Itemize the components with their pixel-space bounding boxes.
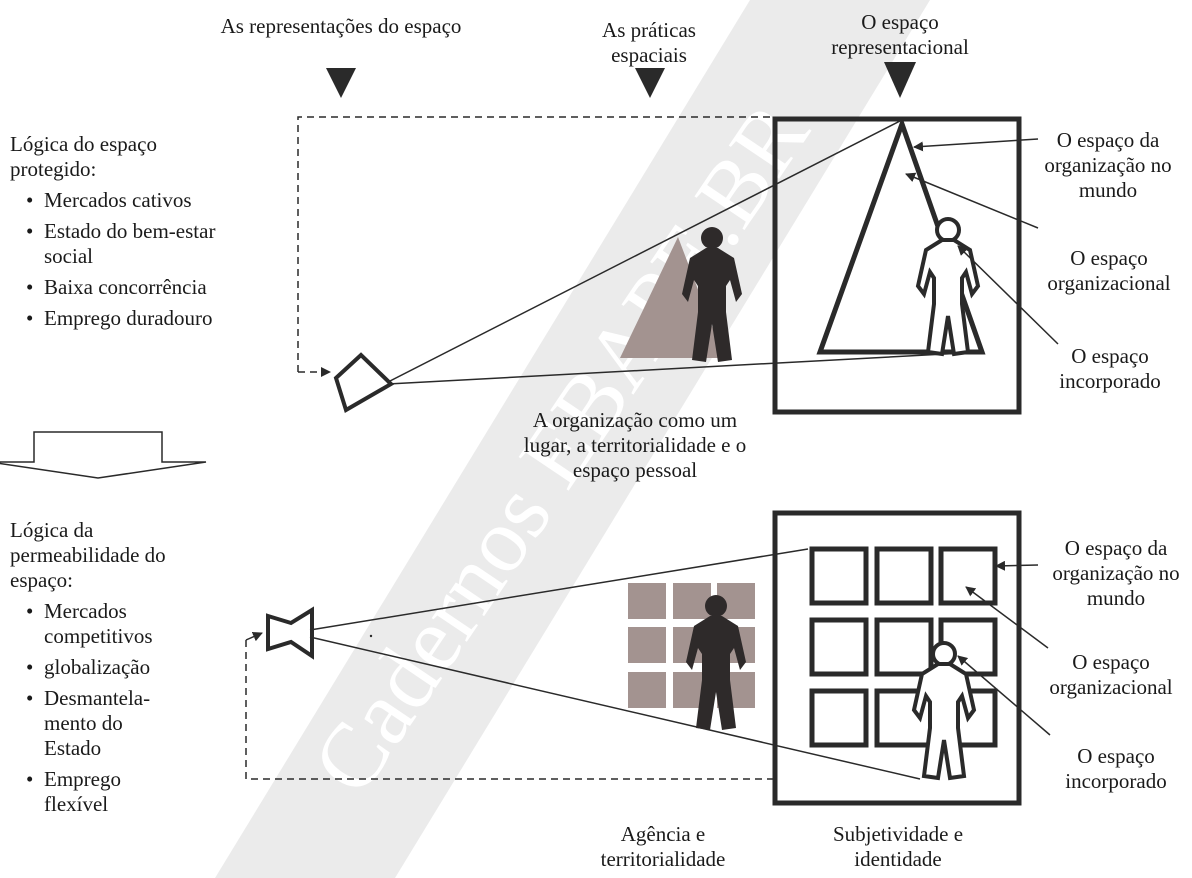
header-representational: O espaço representacional xyxy=(831,10,969,59)
top-label-world-space: O espaço da organização no mundo xyxy=(1044,128,1172,202)
top-logic-item: Emprego duradouro xyxy=(26,306,256,331)
header-practices: As práticas espaciais xyxy=(602,18,696,67)
top-logic-item: Baixa concorrência xyxy=(26,275,256,300)
bottom-dashed-connector xyxy=(245,640,775,780)
transition-down-arrow xyxy=(0,431,207,479)
middle-caption: A organização como um lugar, a territori… xyxy=(523,408,747,482)
triangle-marker-practices xyxy=(635,68,665,98)
bottom-logic-list: Mercados competitivos globalização Desma… xyxy=(26,599,206,817)
top-sight-line-upper xyxy=(387,119,903,383)
bottom-logic-title: Lógica da permeabilidade do espaço: xyxy=(10,518,166,592)
top-logic-item: Mercados cativos xyxy=(26,188,256,213)
bottom-label-world-space: O espaço da organização no mundo xyxy=(1052,536,1180,610)
bottom-dot xyxy=(369,634,373,638)
top-camera-icon xyxy=(333,352,395,413)
header-representations: As representações do espaço xyxy=(220,14,462,38)
top-logic-item: Estado do bem-estar social xyxy=(26,219,244,269)
bottom-frame xyxy=(772,510,1022,806)
bottom-pointer-world xyxy=(995,560,1039,571)
top-pointer-org xyxy=(905,172,1039,229)
bottom-logic-item: Desmantela-mento do Estado xyxy=(26,686,156,761)
top-pointer-embodied xyxy=(957,245,1059,345)
bottom-label-embodied-space: O espaço incorporado xyxy=(1065,744,1167,793)
triangle-marker-representational xyxy=(884,62,916,98)
caption-subjectivity: Subjetividade e identidade xyxy=(832,822,964,871)
top-logic-list: Mercados cativos Estado do bem-estar soc… xyxy=(26,188,256,331)
bottom-logic-item: globalização xyxy=(26,655,206,680)
caption-agency: Agência e territorialidade xyxy=(600,822,726,871)
top-pointer-world xyxy=(913,138,1039,152)
bottom-logic-block: Lógica da permeabilidade do espaço: Merc… xyxy=(10,518,240,817)
triangle-marker-representations xyxy=(326,68,356,98)
bottom-camera-icon xyxy=(266,606,314,660)
top-dashed-connector xyxy=(297,116,774,372)
bottom-pointer-embodied xyxy=(957,655,1051,736)
bottom-pointer-org xyxy=(965,586,1049,649)
bottom-logic-item: Mercados competitivos xyxy=(26,599,194,649)
top-logic-title: Lógica do espaço protegido: xyxy=(10,132,157,181)
top-label-org-space: O espaço organizacional xyxy=(1047,246,1171,295)
top-label-embodied-space: O espaço incorporado xyxy=(1059,344,1161,393)
bottom-sight-line-upper xyxy=(309,548,809,631)
bottom-dashed-arrow xyxy=(245,632,263,642)
watermark-band xyxy=(215,0,930,878)
top-sight-line-lower xyxy=(387,351,983,385)
top-logic-block: Lógica do espaço protegido: Mercados cat… xyxy=(10,132,250,331)
top-frame xyxy=(772,116,1022,415)
bottom-label-org-space: O espaço organizacional xyxy=(1049,650,1173,699)
bottom-logic-item: Emprego flexível xyxy=(26,767,144,817)
bottom-sight-line-lower xyxy=(309,636,921,780)
